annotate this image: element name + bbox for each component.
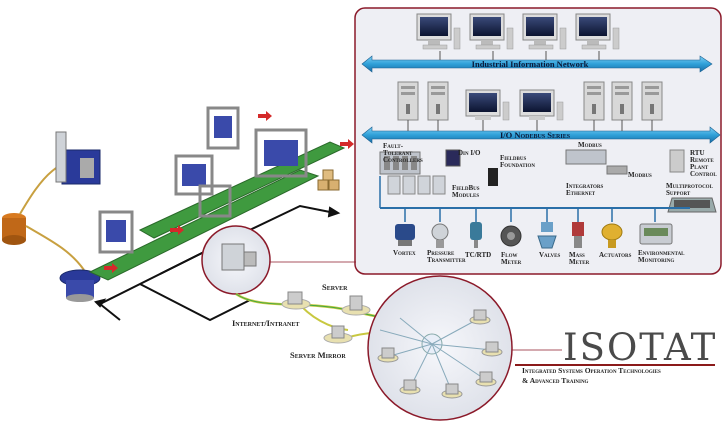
- environmental-monitoring-icon: [639, 223, 673, 245]
- multiprotocol-device: [667, 197, 717, 213]
- server-nodes: [281, 291, 371, 344]
- flow-arrows: [104, 111, 354, 273]
- fieldbus-foundation-label: Fieldbus Foundation: [500, 154, 536, 169]
- rotary-filler-icon: [59, 269, 101, 302]
- industrial-network-bar: [361, 51, 713, 73]
- din-io-label: Din I/O: [458, 149, 481, 157]
- flow-meter-icon: [500, 225, 522, 247]
- capping-station-icon: [98, 210, 134, 254]
- mass-meter-icon: [572, 222, 584, 248]
- fieldbus-modules: [387, 175, 446, 195]
- packaging-station-icon: [206, 106, 308, 178]
- device-label-tc-rtd: TC/RTD: [465, 251, 492, 259]
- server-towers: [397, 81, 663, 121]
- plc-zoom-circle: [201, 225, 356, 295]
- pallet-boxes-icon: [317, 169, 340, 191]
- io-nodebus-label: I/O Nodebus Series: [499, 130, 571, 140]
- client-hub-circle: [367, 275, 562, 421]
- brand-tagline-line2: & Advanced Training: [522, 376, 589, 385]
- vortex-icon: [395, 224, 415, 246]
- workstation-monitors-mid: [465, 89, 564, 121]
- field-network-lines: [379, 176, 690, 222]
- pressure-transmitter-icon: [431, 223, 449, 248]
- tc-rtd-icon: [470, 222, 482, 248]
- server-mirror-label: Server Mirror: [290, 350, 346, 360]
- server-icon: [341, 295, 371, 316]
- device-label-actuators: Actuators: [599, 251, 632, 259]
- factory-production-line: [2, 106, 354, 302]
- valves-icon: [537, 222, 557, 249]
- io-nodebus-bar: [361, 120, 721, 144]
- fieldbus-modules-label: FieldBus Modules: [452, 184, 480, 199]
- field-devices: [395, 222, 673, 249]
- controller-modules: [379, 149, 685, 186]
- modbus-secondary-label: Modbus: [628, 171, 652, 179]
- device-label-valves: Valves: [539, 251, 561, 259]
- modbus-label: Modbus: [578, 141, 602, 149]
- brand-logo-text: ISOTAT: [563, 326, 718, 369]
- device-label-pressure-transmitter: Pressure Transmitter: [427, 249, 466, 264]
- fault-tolerant-label: Fault-Tolerant Controllers: [383, 142, 423, 164]
- mixer-machine-icon: [55, 131, 101, 185]
- device-label-mass-meter: Mass Meter: [569, 251, 590, 266]
- internet-server-icon: [281, 291, 311, 310]
- device-label-environmental-monitoring: Environmental Monitoring: [638, 249, 685, 264]
- device-label-flow-meter: Flow Meter: [501, 251, 522, 266]
- brand-divider: [515, 364, 715, 366]
- multiprotocol-label: Multiprotocol Support: [666, 182, 713, 197]
- brand-tagline-line1: Integrated Systems Operation Technologie…: [522, 366, 661, 375]
- workstation-monitors-top: [416, 13, 620, 50]
- device-label-vortex: Vortex: [393, 249, 416, 257]
- integrators-ethernet-label: Integrators Ethernet: [566, 182, 604, 197]
- server-mirror-icon: [323, 325, 353, 344]
- internet-intranet-label: Internet/Intranet: [232, 318, 300, 328]
- rtu-label: RTU Remote Plant Control: [690, 149, 717, 178]
- actuators-icon: [601, 223, 623, 248]
- server-label: Server: [322, 282, 348, 292]
- labeling-station-icon: [174, 154, 232, 218]
- industrial-network-label: Industrial Information Network: [471, 59, 589, 69]
